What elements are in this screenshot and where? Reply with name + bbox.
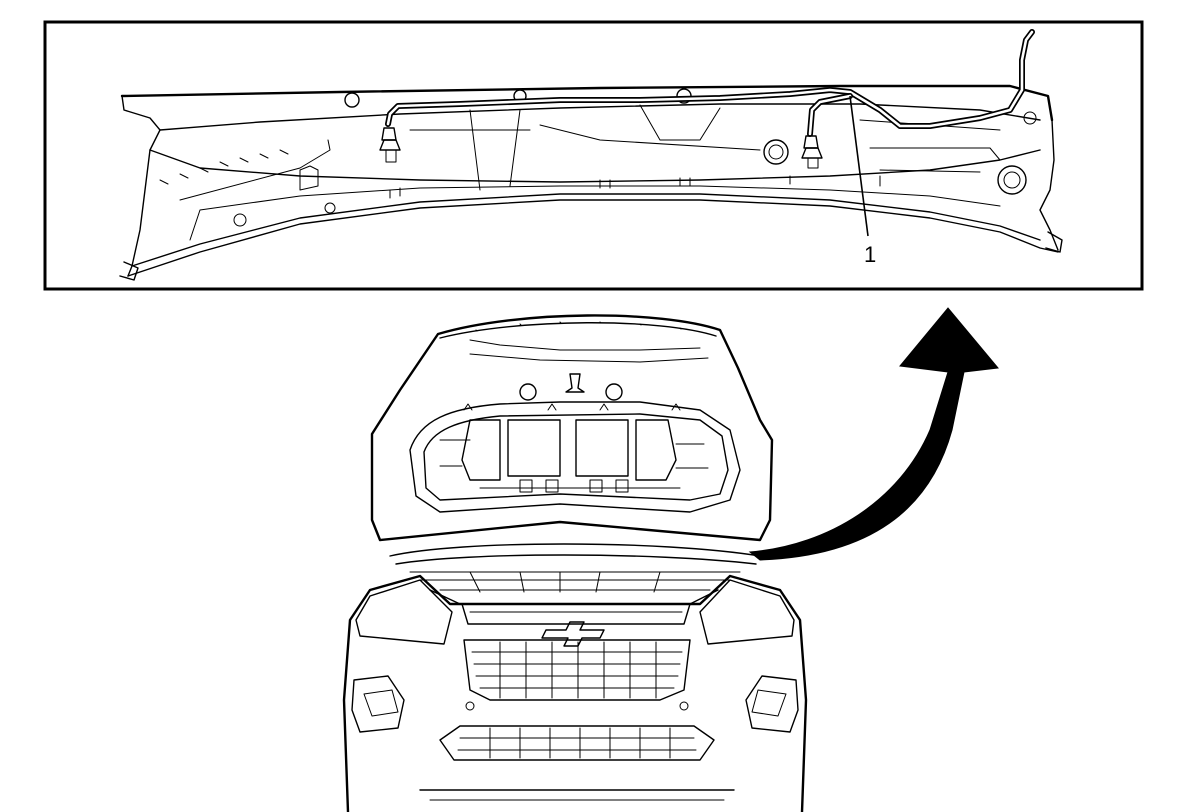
callout-1: 1 [849,95,876,267]
detail-inset-panel: 1 [43,20,1144,291]
vehicle-body [342,574,808,812]
callout-1-leader [849,95,869,237]
engine-bay [389,543,761,605]
detail-pointer-arrow [748,307,999,561]
open-hood [370,314,774,542]
washer-hose [385,29,1035,137]
callout-1-label: 1 [864,242,876,267]
washer-nozzle-right [801,135,823,169]
left-headlamp [355,579,453,645]
left-fog-lamp [351,675,405,733]
washer-nozzle-left [379,127,401,163]
vehicle-front-hood-open [342,314,808,812]
brand-emblem [541,621,605,647]
right-headlamp [699,579,795,645]
hood-underside-panel [119,84,1063,281]
right-fog-lamp [745,675,799,733]
